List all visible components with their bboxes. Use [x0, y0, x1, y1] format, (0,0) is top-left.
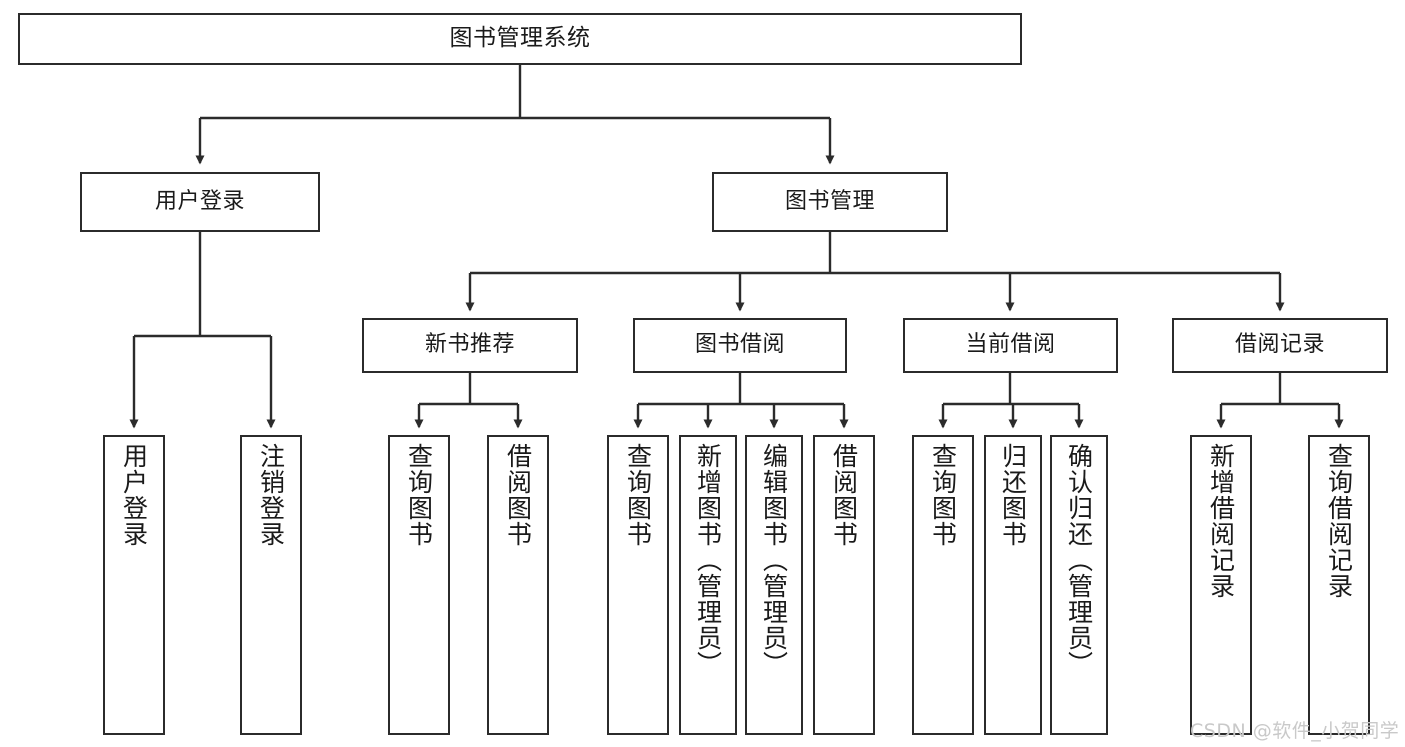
leaf-add-book[interactable]: 新增图书（管理员） [679, 435, 737, 735]
leaf-query-borrow-record[interactable]: 查询借阅记录 [1308, 435, 1370, 735]
connector-bookborrow-to-leaves [633, 373, 849, 429]
leaf-edit-book[interactable]: 编辑图书（管理员） [745, 435, 803, 735]
node-label: 查询借阅记录 [1324, 443, 1354, 599]
connector-newbook-to-leaves [414, 373, 523, 429]
node-label: 图书管理系统 [449, 25, 591, 52]
connector-borrowrecord-to-leaves [1216, 373, 1344, 429]
leaf-add-borrow-record[interactable]: 新增借阅记录 [1190, 435, 1252, 735]
node-label: 查询图书 [404, 443, 434, 547]
node-label: 图书借阅 [694, 332, 785, 358]
leaf-user-logout[interactable]: 注销登录 [240, 435, 302, 735]
leaf-confirm-return[interactable]: 确认归还（管理员） [1050, 435, 1108, 735]
node-label: 新增图书（管理员） [693, 443, 723, 677]
node-label: 借阅记录 [1234, 332, 1325, 358]
node-label: 借阅图书 [503, 443, 533, 547]
leaf-query-book-recommend[interactable]: 查询图书 [388, 435, 450, 735]
node-label: 编辑图书（管理员） [759, 443, 789, 677]
node-user-login[interactable]: 用户登录 [80, 172, 320, 232]
node-label: 确认归还（管理员） [1064, 443, 1094, 677]
node-label: 查询图书 [623, 443, 653, 547]
node-label: 新增借阅记录 [1206, 443, 1236, 599]
node-book-management[interactable]: 图书管理 [712, 172, 948, 232]
connector-currentborrow-to-leaves [938, 373, 1084, 429]
node-label: 用户登录 [119, 443, 149, 547]
connector-bookmanagement-to-level2 [465, 232, 1285, 312]
node-label: 用户登录 [154, 188, 245, 214]
node-label: 查询图书 [928, 443, 958, 547]
node-book-borrow[interactable]: 图书借阅 [633, 318, 847, 373]
node-label: 注销登录 [256, 443, 286, 547]
node-borrow-record[interactable]: 借阅记录 [1172, 318, 1388, 373]
leaf-user-login[interactable]: 用户登录 [103, 435, 165, 735]
node-label: 归还图书 [998, 443, 1028, 547]
node-book-management-system[interactable]: 图书管理系统 [18, 13, 1022, 65]
leaf-query-book-borrow[interactable]: 查询图书 [607, 435, 669, 735]
node-label: 借阅图书 [829, 443, 859, 547]
node-current-borrow[interactable]: 当前借阅 [903, 318, 1118, 373]
node-label: 图书管理 [784, 188, 875, 214]
connector-root-to-level1 [195, 65, 835, 165]
node-label: 新书推荐 [424, 332, 515, 358]
leaf-borrow-book-recommend[interactable]: 借阅图书 [487, 435, 549, 735]
node-label: 当前借阅 [965, 332, 1056, 358]
connector-userlogin-to-leaves [129, 232, 276, 429]
node-new-book-recommend[interactable]: 新书推荐 [362, 318, 578, 373]
leaf-query-book-current[interactable]: 查询图书 [912, 435, 974, 735]
leaf-return-book[interactable]: 归还图书 [984, 435, 1042, 735]
leaf-borrow-book[interactable]: 借阅图书 [813, 435, 875, 735]
